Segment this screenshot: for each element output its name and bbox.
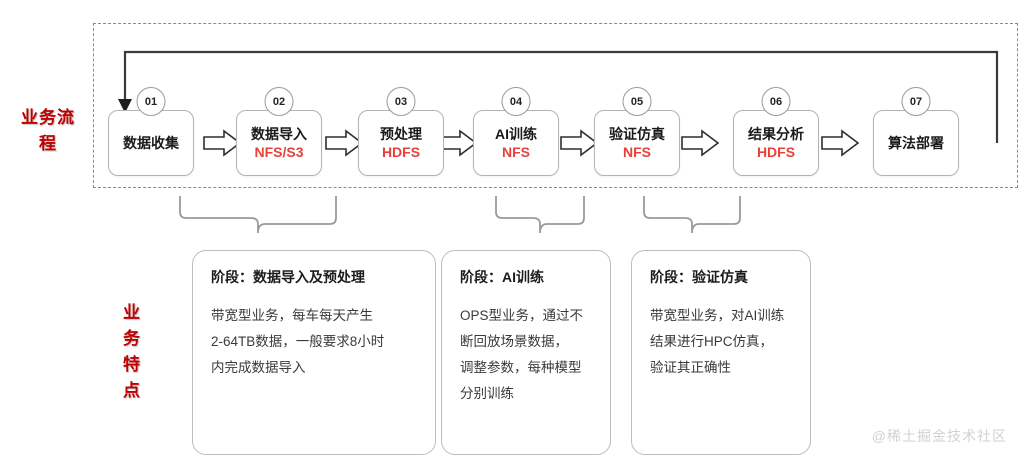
info-card-data-ingest[interactable]: 阶段：数据导入及预处理 带宽型业务，每车每天产生 2-64TB数据，一般要求8小… [192, 250, 436, 455]
card-body-1-line-1: 带宽型业务，每车每天产生 [211, 308, 373, 323]
card-body-3-line-1: 带宽型业务，对AI训练 [650, 308, 785, 323]
label-business-features-char-3: 特 [123, 355, 141, 374]
card-body-1-line-2: 2-64TB数据，一般要求8小时 [211, 334, 385, 349]
step-storage-06: HDFS [756, 143, 796, 160]
card-body-2: OPS型业务，通过不 断回放场景数据， 调整参数，每种模型 分别训练 [460, 303, 594, 407]
process-step-05[interactable]: 05 验证仿真 NFS [594, 87, 680, 176]
step-badge-02: 02 [264, 87, 294, 116]
card-body-3-line-3: 验证其正确性 [650, 360, 731, 375]
card-stage-title-2: 阶段：AI训练 [460, 269, 544, 285]
step-storage-04: NFS [502, 143, 530, 160]
card-body-1-line-3: 内完成数据导入 [211, 360, 306, 375]
step-storage-02: NFS/S3 [254, 143, 304, 160]
label-business-features-char-4: 点 [123, 381, 141, 400]
brace-card-1 [179, 196, 337, 234]
process-step-07[interactable]: 07 算法部署 [873, 87, 959, 176]
step-title-07: 算法部署 [888, 134, 944, 151]
step-badge-04: 04 [501, 87, 531, 116]
card-body-2-line-3: 调整参数，每种模型 [460, 360, 582, 375]
card-stage-title-1: 阶段：数据导入及预处理 [211, 269, 365, 285]
brace-card-3 [643, 196, 741, 234]
process-step-04[interactable]: 04 AI训练 NFS [473, 87, 559, 176]
step-badge-01: 01 [136, 87, 166, 116]
process-step-06[interactable]: 06 结果分析 HDFS [733, 87, 819, 176]
label-business-process: 业务流 程 [8, 105, 88, 157]
flow-dashed-container [93, 23, 1018, 188]
card-body-3: 带宽型业务，对AI训练 结果进行HPC仿真， 验证其正确性 [650, 303, 794, 381]
step-title-03: 预处理 [380, 125, 422, 142]
card-body-2-line-4: 分别训练 [460, 386, 514, 401]
process-step-03[interactable]: 03 预处理 HDFS [358, 87, 444, 176]
step-title-04: AI训练 [495, 125, 537, 142]
card-stage-title-3: 阶段：验证仿真 [650, 269, 748, 285]
label-business-features-char-1: 业 [123, 303, 141, 322]
step-storage-05: NFS [623, 143, 651, 160]
info-card-ai-training[interactable]: 阶段：AI训练 OPS型业务，通过不 断回放场景数据， 调整参数，每种模型 分别… [441, 250, 611, 455]
step-badge-06: 06 [761, 87, 791, 116]
step-title-06: 结果分析 [748, 125, 804, 142]
process-step-02[interactable]: 02 数据导入 NFS/S3 [236, 87, 322, 176]
card-body-2-line-1: OPS型业务，通过不 [460, 308, 584, 323]
step-badge-03: 03 [386, 87, 416, 116]
info-card-verification-sim[interactable]: 阶段：验证仿真 带宽型业务，对AI训练 结果进行HPC仿真， 验证其正确性 [631, 250, 811, 455]
card-body-3-line-2: 结果进行HPC仿真， [650, 334, 774, 349]
label-business-features-char-2: 务 [123, 329, 141, 348]
brace-card-2 [495, 196, 585, 234]
watermark: @稀土掘金技术社区 [871, 428, 1007, 444]
label-business-process-line2: 程 [39, 134, 57, 153]
step-storage-03: HDFS [381, 143, 421, 160]
step-badge-07: 07 [901, 87, 931, 116]
card-body-2-line-2: 断回放场景数据， [460, 334, 568, 349]
process-step-01[interactable]: 01 数据收集 [108, 87, 194, 176]
step-title-05: 验证仿真 [609, 125, 665, 142]
card-body-1: 带宽型业务，每车每天产生 2-64TB数据，一般要求8小时 内完成数据导入 [211, 303, 419, 381]
label-business-features: 业 务 特 点 [120, 300, 144, 404]
step-title-01: 数据收集 [123, 134, 179, 151]
label-business-process-line1: 业务流 [21, 108, 75, 127]
step-badge-05: 05 [622, 87, 652, 116]
step-title-02: 数据导入 [251, 125, 307, 142]
